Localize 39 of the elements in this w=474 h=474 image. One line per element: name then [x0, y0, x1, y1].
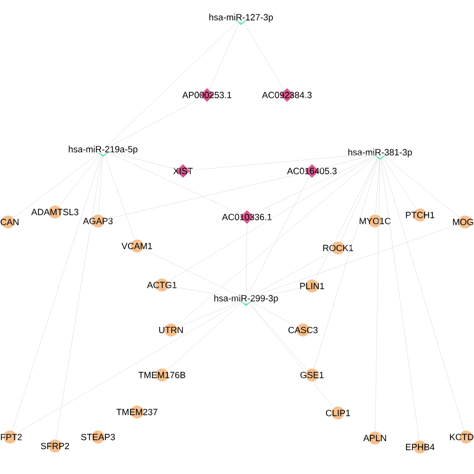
network-edge [108, 97, 202, 148]
network-edge [248, 176, 310, 294]
network-edge [375, 158, 380, 215]
network-edge [104, 172, 306, 220]
network-edge [58, 154, 100, 207]
network-edge [177, 300, 241, 328]
network-edge [252, 155, 376, 215]
network-edge [189, 153, 375, 171]
network-edge [244, 22, 284, 91]
network-edge [249, 303, 334, 408]
network-edge [251, 224, 459, 298]
network-edge [209, 23, 239, 90]
network-edge [108, 152, 242, 215]
network-edge [16, 302, 242, 434]
network-edge [250, 303, 308, 370]
network-edge [176, 156, 376, 326]
network-edge [13, 153, 99, 218]
network-edge [98, 155, 103, 215]
network-edge [104, 155, 135, 240]
network-edge [168, 156, 376, 282]
network-edge [380, 158, 420, 441]
network-edge [142, 248, 242, 297]
network-edge [318, 154, 375, 170]
network-edge [106, 22, 238, 146]
network-edge [250, 302, 298, 327]
network-edge [381, 158, 464, 431]
network-edge [382, 158, 417, 210]
network-edge [384, 156, 460, 218]
network-edge [250, 251, 332, 296]
network-edge [56, 155, 102, 440]
network-edge [314, 158, 379, 369]
network-edge [314, 158, 378, 280]
network-edge [12, 155, 102, 431]
network-edge [251, 287, 306, 298]
network-edge [108, 151, 178, 170]
network-edge [168, 286, 241, 298]
network-edge [166, 302, 242, 371]
network-edge [374, 158, 380, 432]
network-edge [340, 158, 378, 242]
